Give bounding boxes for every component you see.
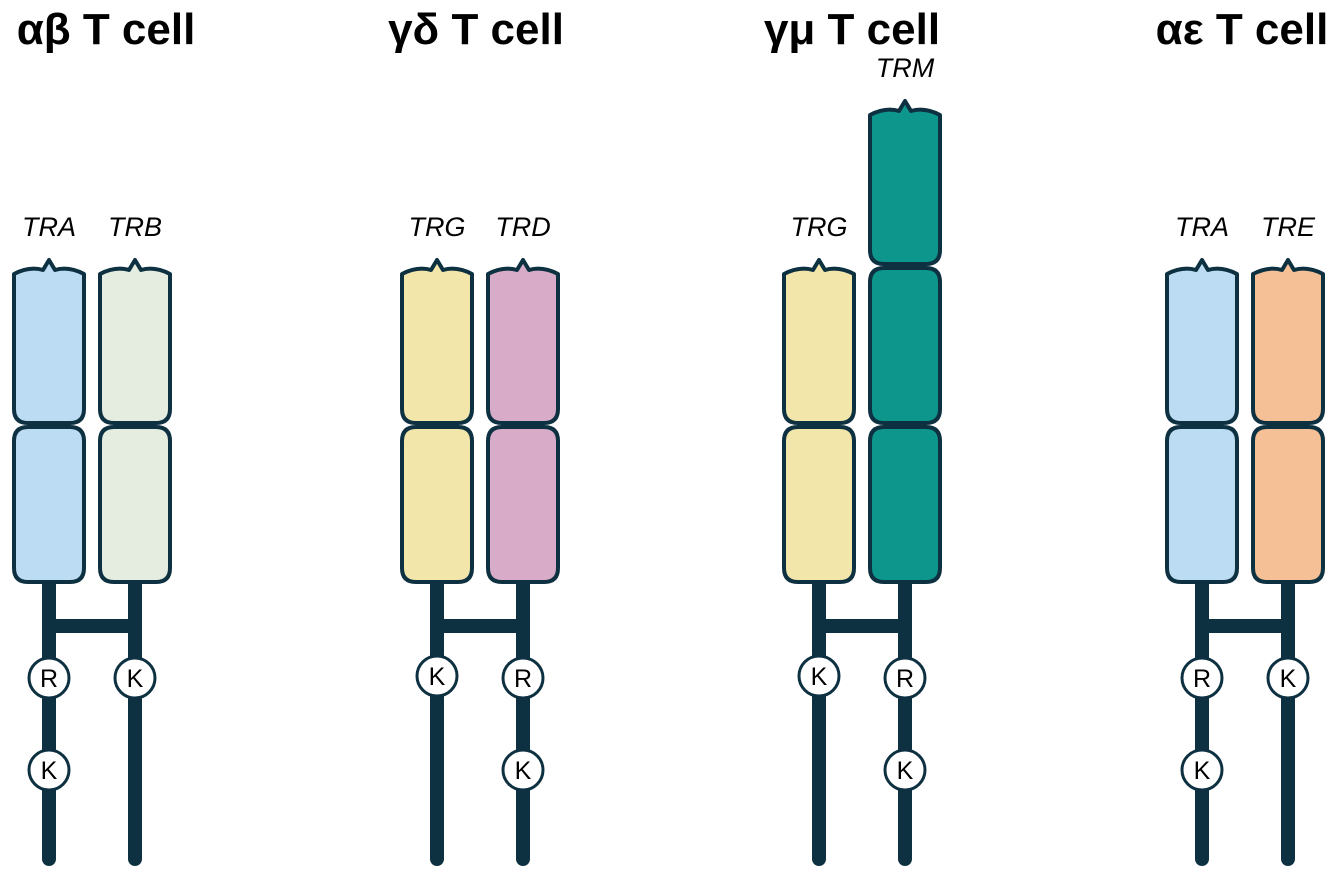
residue-label: K bbox=[1280, 665, 1297, 693]
gene-label: TRE bbox=[1261, 212, 1316, 242]
residue-label: K bbox=[127, 665, 144, 693]
residue-label: R bbox=[896, 665, 914, 693]
transmembrane-stalk bbox=[1281, 578, 1295, 866]
disulfide-bridge bbox=[819, 619, 905, 633]
variable-domain bbox=[1251, 258, 1325, 425]
transmembrane-stalk bbox=[128, 578, 142, 866]
variable-domain bbox=[12, 258, 86, 425]
cell-titles: αβ T cell γδ T cell γμ T cell αε T cell bbox=[17, 5, 1329, 54]
residue-label: R bbox=[1193, 665, 1211, 693]
constant-domain bbox=[868, 425, 942, 584]
constant-domain bbox=[868, 266, 942, 425]
residue-circle bbox=[27, 748, 71, 792]
variable-domain bbox=[1165, 258, 1239, 425]
gene-label: TRA bbox=[1175, 212, 1229, 242]
residue-label: R bbox=[514, 665, 532, 693]
residue-circle bbox=[501, 748, 545, 792]
transmembrane-stalk bbox=[516, 578, 530, 866]
residue-label: R bbox=[40, 665, 58, 693]
residue-label: K bbox=[811, 663, 828, 691]
gene-label: TRG bbox=[791, 212, 848, 242]
cell-group: TRA R K TRE K bbox=[1165, 212, 1325, 866]
gene-label: TRD bbox=[495, 212, 551, 242]
cell-title: αε T cell bbox=[1156, 5, 1329, 54]
residue-circle bbox=[883, 748, 927, 792]
cell-group: TRG K TRM R K bbox=[782, 53, 942, 866]
residue-label: K bbox=[897, 757, 914, 785]
residue-circle bbox=[415, 654, 459, 698]
residue-label: K bbox=[515, 757, 532, 785]
transmembrane-stalk bbox=[42, 578, 56, 866]
transmembrane-stalk bbox=[1195, 578, 1209, 866]
residue-circle bbox=[797, 654, 841, 698]
residue-circle bbox=[883, 656, 927, 700]
cell-title: γδ T cell bbox=[388, 5, 564, 54]
disulfide-bridge bbox=[437, 619, 523, 633]
residue-label: K bbox=[41, 757, 58, 785]
constant-domain bbox=[1165, 425, 1239, 584]
variable-domain bbox=[868, 99, 942, 266]
constant-domain bbox=[1251, 425, 1325, 584]
cell-groups: TRA R K TRB K TRG K TRD R K TRG K TRM R K TRA R K TRE K bbox=[12, 53, 1325, 866]
constant-domain bbox=[400, 425, 474, 584]
gene-label: TRB bbox=[108, 212, 162, 242]
cell-group: TRA R K TRB K bbox=[12, 212, 172, 866]
residue-circle bbox=[1180, 656, 1224, 700]
transmembrane-stalk bbox=[898, 578, 912, 866]
constant-domain bbox=[12, 425, 86, 584]
variable-domain bbox=[782, 258, 856, 425]
residue-circle bbox=[1180, 748, 1224, 792]
cell-group: TRG K TRD R K bbox=[400, 212, 560, 866]
disulfide-bridge bbox=[1202, 619, 1288, 633]
residue-label: K bbox=[429, 663, 446, 691]
constant-domain bbox=[782, 425, 856, 584]
residue-label: K bbox=[1194, 757, 1211, 785]
variable-domain bbox=[400, 258, 474, 425]
residue-circle bbox=[1266, 656, 1310, 700]
variable-domain bbox=[98, 258, 172, 425]
gene-label: TRG bbox=[409, 212, 466, 242]
gene-label: TRA bbox=[22, 212, 76, 242]
residue-circle bbox=[501, 656, 545, 700]
residue-circle bbox=[27, 656, 71, 700]
residue-circle bbox=[113, 656, 157, 700]
gene-label: TRM bbox=[876, 53, 935, 83]
cell-title: γμ T cell bbox=[764, 5, 940, 54]
transmembrane-stalk bbox=[430, 578, 444, 866]
cell-title: αβ T cell bbox=[17, 5, 196, 54]
constant-domain bbox=[98, 425, 172, 584]
constant-domain bbox=[486, 425, 560, 584]
disulfide-bridge bbox=[49, 619, 135, 633]
variable-domain bbox=[486, 258, 560, 425]
transmembrane-stalk bbox=[812, 578, 826, 866]
